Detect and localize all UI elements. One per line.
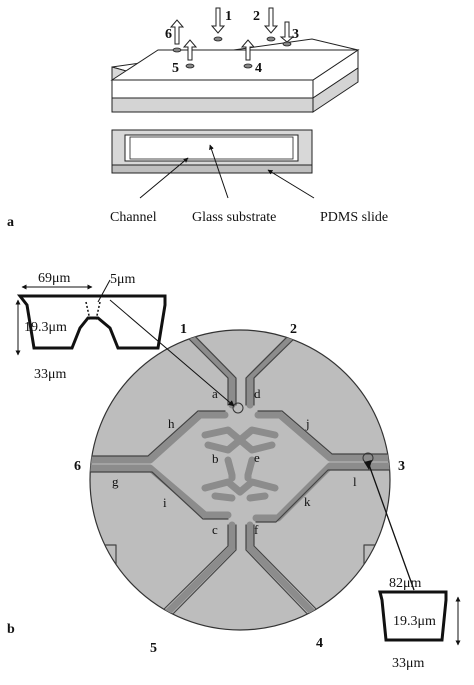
port-4 bbox=[243, 63, 253, 69]
port-arrows bbox=[169, 7, 295, 61]
region-a-marker bbox=[232, 402, 244, 414]
port-number-5: 5 bbox=[172, 61, 179, 76]
port-number-2: 2 bbox=[253, 9, 260, 24]
label-top-width-right: 82μm bbox=[389, 576, 422, 591]
arrow-glass bbox=[209, 144, 229, 199]
port-1 bbox=[213, 36, 223, 42]
port-number-4: 4 bbox=[255, 61, 262, 76]
region-letter-g: g bbox=[112, 474, 119, 489]
region-letter-a: a bbox=[212, 386, 218, 401]
panel-b-label: b bbox=[7, 622, 15, 637]
cross-section-right: 82μm 19.3μm 33μm bbox=[378, 576, 461, 671]
label-top-width: 69μm bbox=[38, 271, 71, 286]
arrow-up-5 bbox=[182, 39, 198, 61]
outlet-number-5: 5 bbox=[150, 641, 157, 656]
region-letter-d: d bbox=[254, 386, 261, 401]
caption-pdms: PDMS slide bbox=[320, 210, 388, 225]
outlet-number-3: 3 bbox=[398, 459, 405, 474]
glass-slab-side bbox=[312, 67, 359, 113]
outlet-numbers: 1 2 3 4 5 6 bbox=[74, 322, 405, 656]
outlet-number-1: 1 bbox=[180, 322, 187, 337]
label-gap: 5μm bbox=[110, 272, 136, 287]
label-bottom-width: 33μm bbox=[34, 367, 67, 382]
caption-channel: Channel bbox=[110, 210, 157, 225]
arrow-channel bbox=[139, 157, 189, 199]
gap-dot-2 bbox=[95, 301, 101, 321]
port-number-6: 6 bbox=[165, 27, 172, 42]
cross-section-left: 69μm 5μm 19.3μm 33μm bbox=[15, 271, 167, 382]
port-number-3: 3 bbox=[292, 27, 299, 42]
caption-glass: Glass substrate bbox=[192, 210, 276, 225]
micrograph-disc bbox=[89, 329, 391, 631]
panel-a-label: a bbox=[7, 215, 14, 230]
block-top-face bbox=[110, 49, 360, 81]
pdms-slab bbox=[111, 79, 314, 99]
arrow-down-3 bbox=[279, 21, 295, 43]
port-2 bbox=[266, 36, 276, 42]
profile-left bbox=[16, 294, 167, 350]
ports bbox=[172, 36, 292, 69]
label-bottom-width-right: 33μm bbox=[392, 656, 425, 671]
region-letter-h: h bbox=[168, 416, 175, 431]
arrow-up-6 bbox=[169, 19, 185, 45]
panel-a: 1 2 3 4 5 6 Channel Glass substrate PDMS… bbox=[7, 7, 388, 230]
leader-left-to-a bbox=[109, 299, 235, 407]
gap-leader bbox=[97, 279, 111, 303]
gap-dot-1 bbox=[85, 301, 91, 321]
micrograph: a b c d e f g h i j k l bbox=[89, 299, 415, 631]
arrow-down-1 bbox=[210, 7, 226, 34]
glass-substrate bbox=[111, 164, 313, 174]
region-letter-k: k bbox=[304, 494, 311, 509]
glass-slab bbox=[111, 97, 314, 113]
outlet-number-2: 2 bbox=[290, 322, 297, 337]
region-letter-f: f bbox=[254, 522, 259, 537]
outlet-number-6: 6 bbox=[74, 459, 81, 474]
channel-network bbox=[90, 330, 390, 624]
profile-right bbox=[378, 590, 448, 642]
outlet-number-4: 4 bbox=[316, 636, 323, 651]
label-depth-right: 19.3μm bbox=[393, 614, 436, 629]
channel-walls bbox=[90, 330, 390, 623]
port-6 bbox=[172, 47, 182, 53]
region-letters: a b c d e f g h i j k l bbox=[112, 386, 357, 537]
region-letter-j: j bbox=[305, 416, 310, 431]
arrow-down-2 bbox=[263, 7, 279, 34]
region-letter-l: l bbox=[353, 474, 357, 489]
region-letter-e: e bbox=[254, 450, 260, 465]
region-letter-i: i bbox=[163, 495, 167, 510]
port-numbers: 1 2 3 4 5 6 bbox=[165, 9, 299, 76]
leader-l-head bbox=[364, 460, 372, 470]
leader-l-to-right bbox=[367, 461, 415, 591]
arrow-pdms bbox=[267, 169, 315, 199]
port-number-1: 1 bbox=[225, 9, 232, 24]
region-letter-b: b bbox=[212, 451, 219, 466]
panel-b: 69μm 5μm 19.3μm 33μm bbox=[7, 271, 461, 671]
arrow-up-4 bbox=[240, 39, 256, 61]
label-depth: 19.3μm bbox=[24, 320, 67, 335]
port-5 bbox=[185, 63, 195, 69]
region-letter-c: c bbox=[212, 522, 218, 537]
